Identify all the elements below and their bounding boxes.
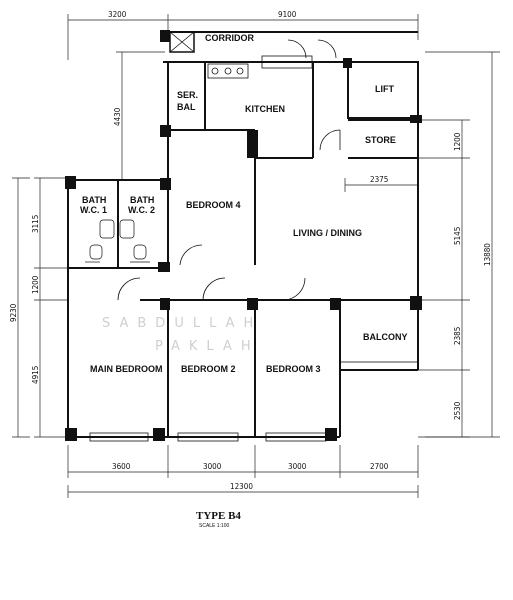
walls (67, 31, 419, 438)
dim-right-2375: 2375 (370, 175, 388, 184)
dim-bottom-3000-a: 3000 (203, 462, 222, 471)
dim-left-4430: 4430 (113, 107, 122, 126)
room-labels: CORRIDOR LIFT SER. BAL KITCHEN STORE BAT… (80, 33, 408, 374)
plan-title: TYPE B4 (196, 510, 241, 522)
dim-top-9100: 9100 (278, 10, 297, 19)
label-corridor: CORRIDOR (205, 33, 254, 43)
dim-left-9230: 9230 (9, 303, 18, 322)
label-ser: SER. (177, 90, 198, 100)
dim-right-2385: 2385 (453, 327, 462, 345)
kitchen-counter (207, 55, 313, 79)
label-bedroom-2: BEDROOM 2 (181, 364, 236, 374)
lift-shaft (169, 31, 195, 53)
bath-fixtures (85, 219, 150, 263)
label-living-dining: LIVING / DINING (293, 228, 362, 238)
dim-bottom-3000-b: 3000 (288, 462, 307, 471)
label-bath-2: BATH (130, 195, 154, 205)
dimension-lines (12, 14, 500, 498)
columns (65, 30, 422, 441)
watermark: SABDULLAH PAKLAH (102, 316, 262, 354)
dim-right-1200: 1200 (453, 132, 462, 151)
doors (117, 39, 341, 301)
dim-bottom-12300: 12300 (230, 482, 253, 491)
label-kitchen: KITCHEN (245, 104, 285, 114)
dim-left-3115: 3115 (31, 215, 40, 233)
dim-right-13880: 13880 (483, 243, 492, 266)
dimension-labels: 3200 9100 4430 3115 1200 4915 9230 1200 … (9, 10, 492, 491)
label-lift: LIFT (375, 84, 394, 94)
dim-bottom-2700: 2700 (370, 462, 389, 471)
dim-top-3200: 3200 (108, 10, 127, 19)
label-main-bedroom: MAIN BEDROOM (90, 364, 163, 374)
label-bal: BAL (177, 102, 196, 112)
plan-scale: SCALE 1:100 (199, 523, 230, 529)
label-wc-2: W.C. 2 (128, 205, 155, 215)
watermark-line-1: SABDULLAH (102, 316, 262, 331)
label-balcony: BALCONY (363, 332, 408, 342)
windows (89, 361, 419, 442)
watermark-line-2: PAKLAH (155, 339, 260, 354)
dim-left-1200: 1200 (31, 275, 40, 294)
label-bath-1: BATH (82, 195, 106, 205)
dim-right-5145: 5145 (453, 227, 462, 245)
dim-bottom-3600: 3600 (112, 462, 131, 471)
label-bedroom-4: BEDROOM 4 (186, 200, 241, 210)
dim-right-2530: 2530 (453, 401, 462, 420)
label-wc-1: W.C. 1 (80, 205, 107, 215)
label-bedroom-3: BEDROOM 3 (266, 364, 321, 374)
dim-left-4915: 4915 (31, 366, 40, 384)
label-store: STORE (365, 135, 396, 145)
